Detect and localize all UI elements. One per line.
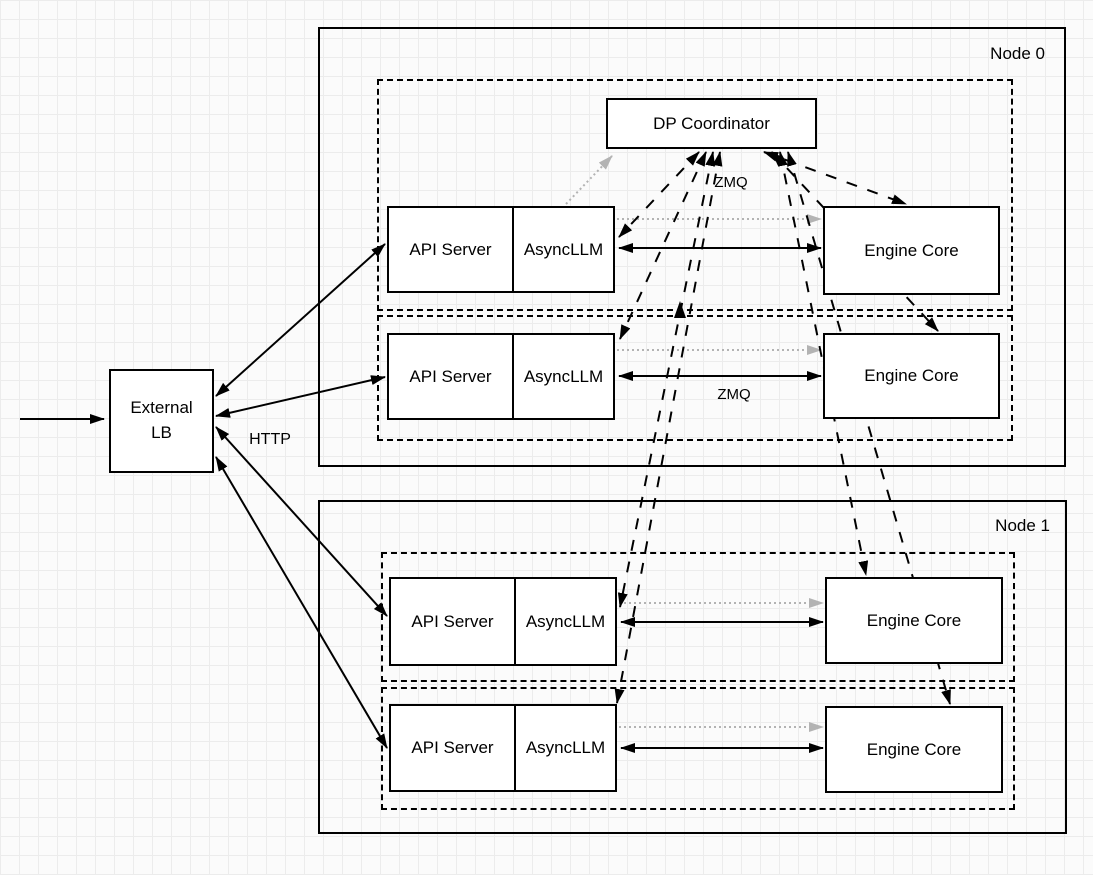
external-lb-box: External LB bbox=[109, 369, 214, 473]
api-server-box: API Server bbox=[411, 738, 494, 757]
asyncllm-box: AsyncLLM bbox=[514, 579, 615, 664]
api-server-box: API Server bbox=[409, 239, 492, 259]
external-lb-label-line1: External bbox=[130, 398, 193, 418]
arrow-lb-api3 bbox=[215, 426, 388, 617]
api-server-box: API Server bbox=[411, 611, 494, 631]
dashed-arrow-coordinator-engine4 bbox=[787, 151, 951, 705]
http-label: HTTP bbox=[249, 431, 291, 448]
mid-up-arrowhead bbox=[674, 301, 686, 318]
node0-row2-engine-core-box: Engine Core bbox=[823, 333, 1000, 419]
arrow-lb-api4 bbox=[215, 456, 388, 749]
asyncllm-box: AsyncLLM bbox=[514, 706, 615, 790]
external-lb-label-line2: LB bbox=[151, 423, 172, 442]
node0-row1-engine-core-box: Engine Core bbox=[823, 206, 1000, 295]
arrow-lb-api1 bbox=[215, 243, 386, 397]
asyncllm-box: AsyncLLM bbox=[512, 208, 613, 291]
node0-row2-api-async-box: API Server AsyncLLM bbox=[387, 333, 615, 420]
dp-coordinator-label: DP Coordinator bbox=[653, 113, 770, 133]
dotted-arrow-async1-coordinator bbox=[565, 155, 613, 205]
node1-row1-engine-core-box: Engine Core bbox=[825, 577, 1003, 664]
arrow-lb-api2 bbox=[215, 375, 386, 418]
engine-core-label: Engine Core bbox=[866, 739, 962, 759]
engine-core-label: Engine Core bbox=[866, 610, 962, 630]
api-server-box: API Server bbox=[409, 366, 492, 386]
node0-label: Node 0 bbox=[990, 44, 1045, 63]
zmq-label-row2: ZMQ bbox=[717, 386, 751, 403]
dashed-arrow-coordinator-async4 bbox=[614, 151, 723, 704]
node1-row1-api-async-box: API Server AsyncLLM bbox=[389, 577, 617, 666]
node1-label: Node 1 bbox=[995, 516, 1050, 535]
engine-core-label: Engine Core bbox=[864, 240, 959, 260]
node1-row2-api-async-box: API Server AsyncLLM bbox=[389, 704, 617, 792]
node0-row1-api-async-box: API Server AsyncLLM bbox=[387, 206, 615, 293]
engine-core-label: Engine Core bbox=[864, 366, 959, 385]
zmq-label-top: ZMQ bbox=[714, 174, 748, 191]
node1-row2-engine-core-box: Engine Core bbox=[825, 706, 1003, 793]
dp-coordinator-box: DP Coordinator bbox=[606, 98, 817, 149]
asyncllm-box: AsyncLLM bbox=[512, 335, 613, 418]
